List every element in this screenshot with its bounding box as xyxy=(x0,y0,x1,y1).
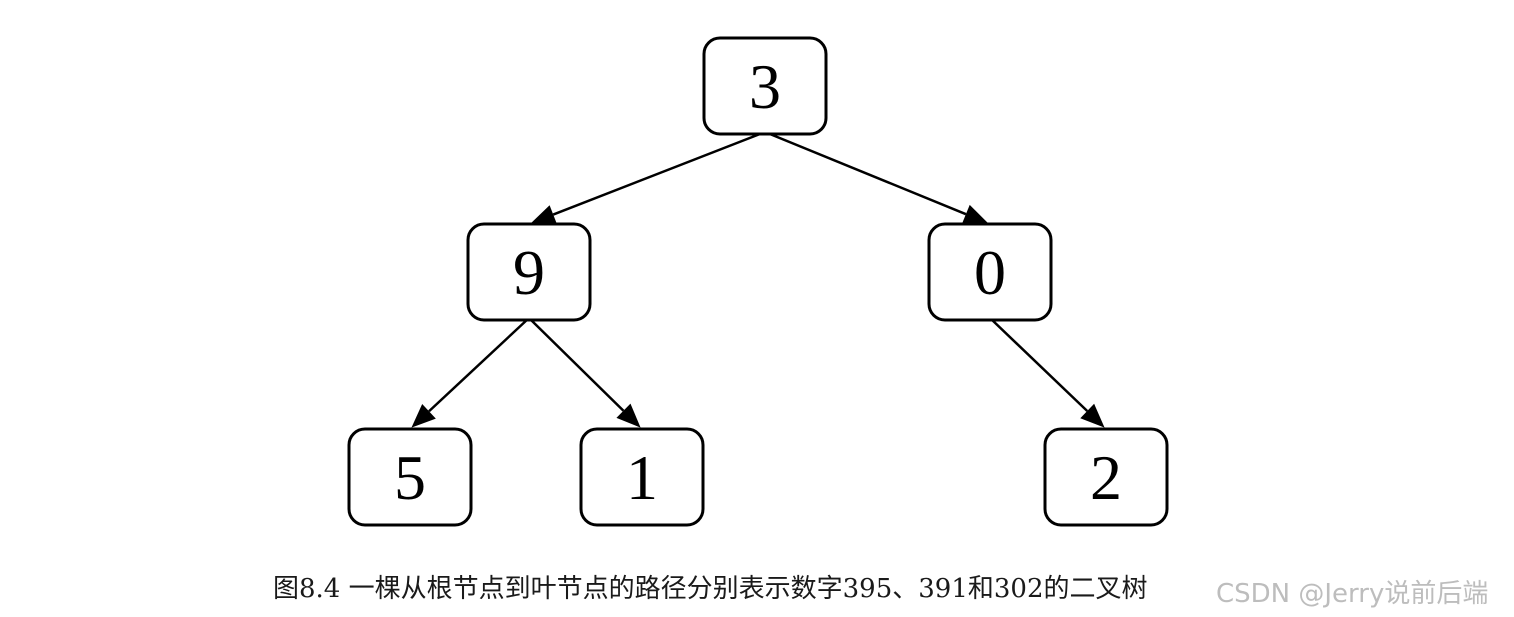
arrowhead-icon xyxy=(616,403,641,428)
node-box xyxy=(466,222,592,322)
arrowhead-icon xyxy=(530,205,557,224)
figure-caption: 图8.4 一棵从根节点到叶节点的路径分别表示数字395、391和302的二叉树 xyxy=(273,574,1148,604)
tree-node-5: 5 xyxy=(347,427,473,527)
node-label: 5 xyxy=(394,442,426,513)
tree-node-3: 3 xyxy=(702,36,828,136)
node-label: 3 xyxy=(749,51,781,122)
node-box xyxy=(579,427,705,527)
node-box xyxy=(347,427,473,527)
arrowhead-icon xyxy=(962,204,989,224)
edge-9-to-1 xyxy=(528,317,625,412)
watermark-text: CSDN @Jerry说前后端 xyxy=(1216,579,1489,609)
tree-node-9: 9 xyxy=(466,222,592,322)
tree-node-0: 0 xyxy=(927,222,1053,322)
node-box xyxy=(702,36,828,136)
arrowhead-icon xyxy=(1080,403,1105,428)
node-box xyxy=(927,222,1053,322)
edge-3-to-9 xyxy=(552,130,766,216)
node-box xyxy=(1043,427,1169,527)
tree-node-1: 1 xyxy=(579,427,705,527)
tree-nodes: 3 9 0 5 1 2 xyxy=(347,36,1169,527)
node-label: 2 xyxy=(1090,442,1122,513)
node-label: 1 xyxy=(626,442,658,513)
tree-node-2: 2 xyxy=(1043,427,1169,527)
node-label: 0 xyxy=(974,237,1006,308)
edge-3-to-0 xyxy=(764,130,967,216)
edge-9-to-5 xyxy=(428,317,530,413)
node-label: 9 xyxy=(513,237,545,308)
tree-edges xyxy=(411,130,1105,428)
arrowhead-icon xyxy=(411,403,436,428)
edge-0-to-2 xyxy=(989,317,1089,412)
